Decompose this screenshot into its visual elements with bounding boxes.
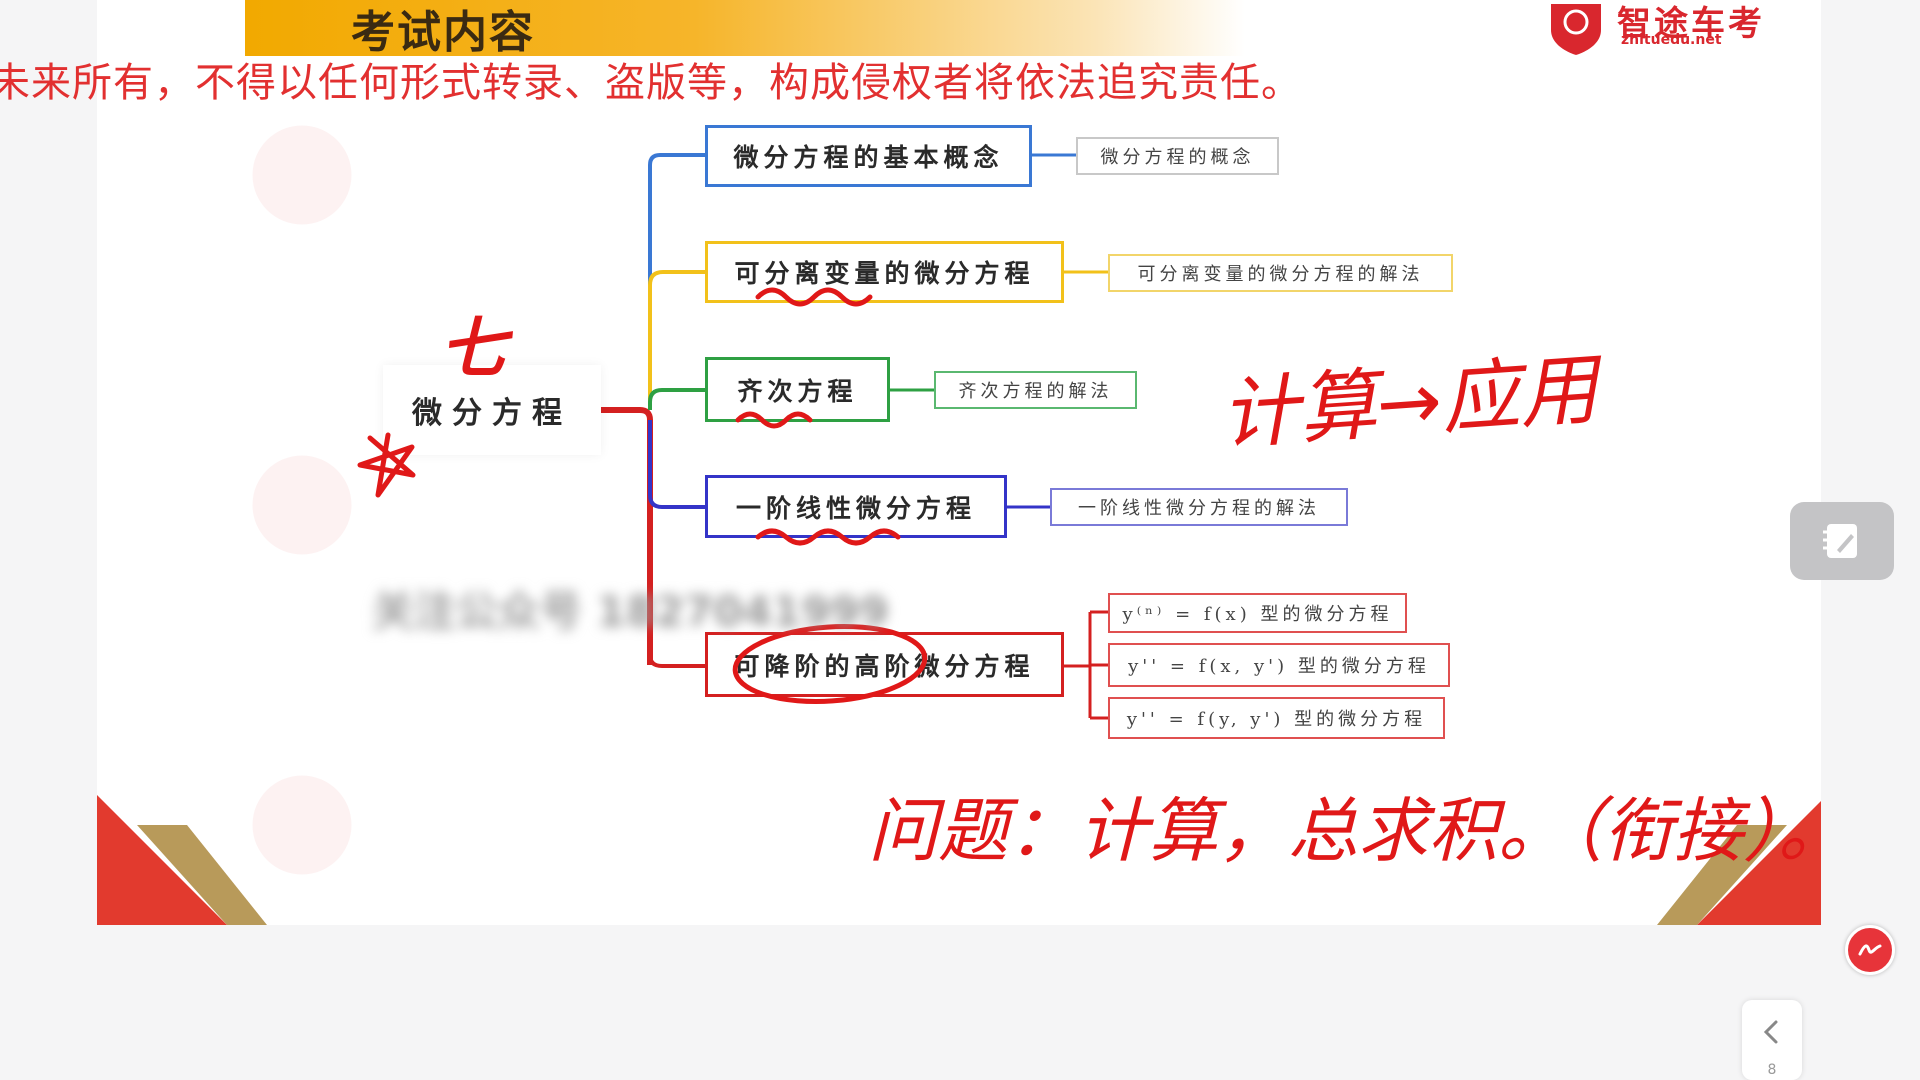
mindmap-node-reducible-order: 可降阶的高阶微分方程 (705, 632, 1064, 697)
mindmap-leaf-homogeneous-solution: 齐次方程的解法 (934, 371, 1137, 409)
brand-url: zhituedu.net (1621, 32, 1722, 48)
mindmap-node-homogeneous: 齐次方程 (705, 357, 890, 422)
mindmap-leaf-linear-solution: 一阶线性微分方程的解法 (1050, 488, 1348, 526)
slide-title: 考试内容 (351, 7, 535, 58)
corner-decoration-right (1657, 801, 1821, 925)
comment-icon (1858, 944, 1882, 956)
edit-note-icon (1823, 524, 1857, 558)
mindmap-node-basic-concept: 微分方程的基本概念 (705, 125, 1032, 187)
edit-note-button[interactable] (1790, 502, 1894, 580)
corner-decoration-left (97, 795, 267, 925)
brand-logo-icon (1551, 4, 1601, 55)
mindmap-node-separable: 可分离变量的微分方程 (705, 241, 1064, 303)
mindmap-leaf-separable-solution: 可分离变量的微分方程的解法 (1108, 254, 1453, 292)
mindmap-leaf-concept: 微分方程的概念 (1076, 137, 1279, 175)
blurred-watermark: 关注公众号 1827041999 (372, 587, 889, 636)
star-icon (357, 432, 416, 498)
copyright-notice: 未来所有，不得以任何形式转录、盗版等，构成侵权者将依法追究责任。 (0, 60, 1302, 106)
logo-watermark-icon (252, 455, 352, 555)
mindmap-node-first-order-linear: 一阶线性微分方程 (705, 475, 1007, 538)
mindmap-root: 微分方程 (383, 365, 601, 455)
title-banner (245, 0, 1245, 56)
logo-watermark-icon (252, 125, 352, 225)
mindmap-leaf-type-2: y'' = f(x, y') 型的微分方程 (1108, 643, 1450, 687)
brand-name: 智途车考 (1617, 4, 1765, 44)
page-number: 8 (1767, 1062, 1777, 1078)
annotation-note-bottom: 问题：计算，总求积。（衔接）。 (868, 790, 1848, 872)
comment-button[interactable] (1845, 925, 1895, 975)
chevron-left-icon[interactable] (1760, 1018, 1784, 1046)
annotation-chapter: 七 (440, 309, 506, 387)
mindmap-leaf-type-1: y⁽ⁿ⁾ = f(x) 型的微分方程 (1108, 593, 1407, 633)
page-navigation-panel[interactable]: 8 (1742, 1000, 1802, 1080)
logo-watermark-icon (252, 775, 352, 875)
mindmap-leaf-type-3: y'' = f(y, y') 型的微分方程 (1108, 697, 1445, 739)
